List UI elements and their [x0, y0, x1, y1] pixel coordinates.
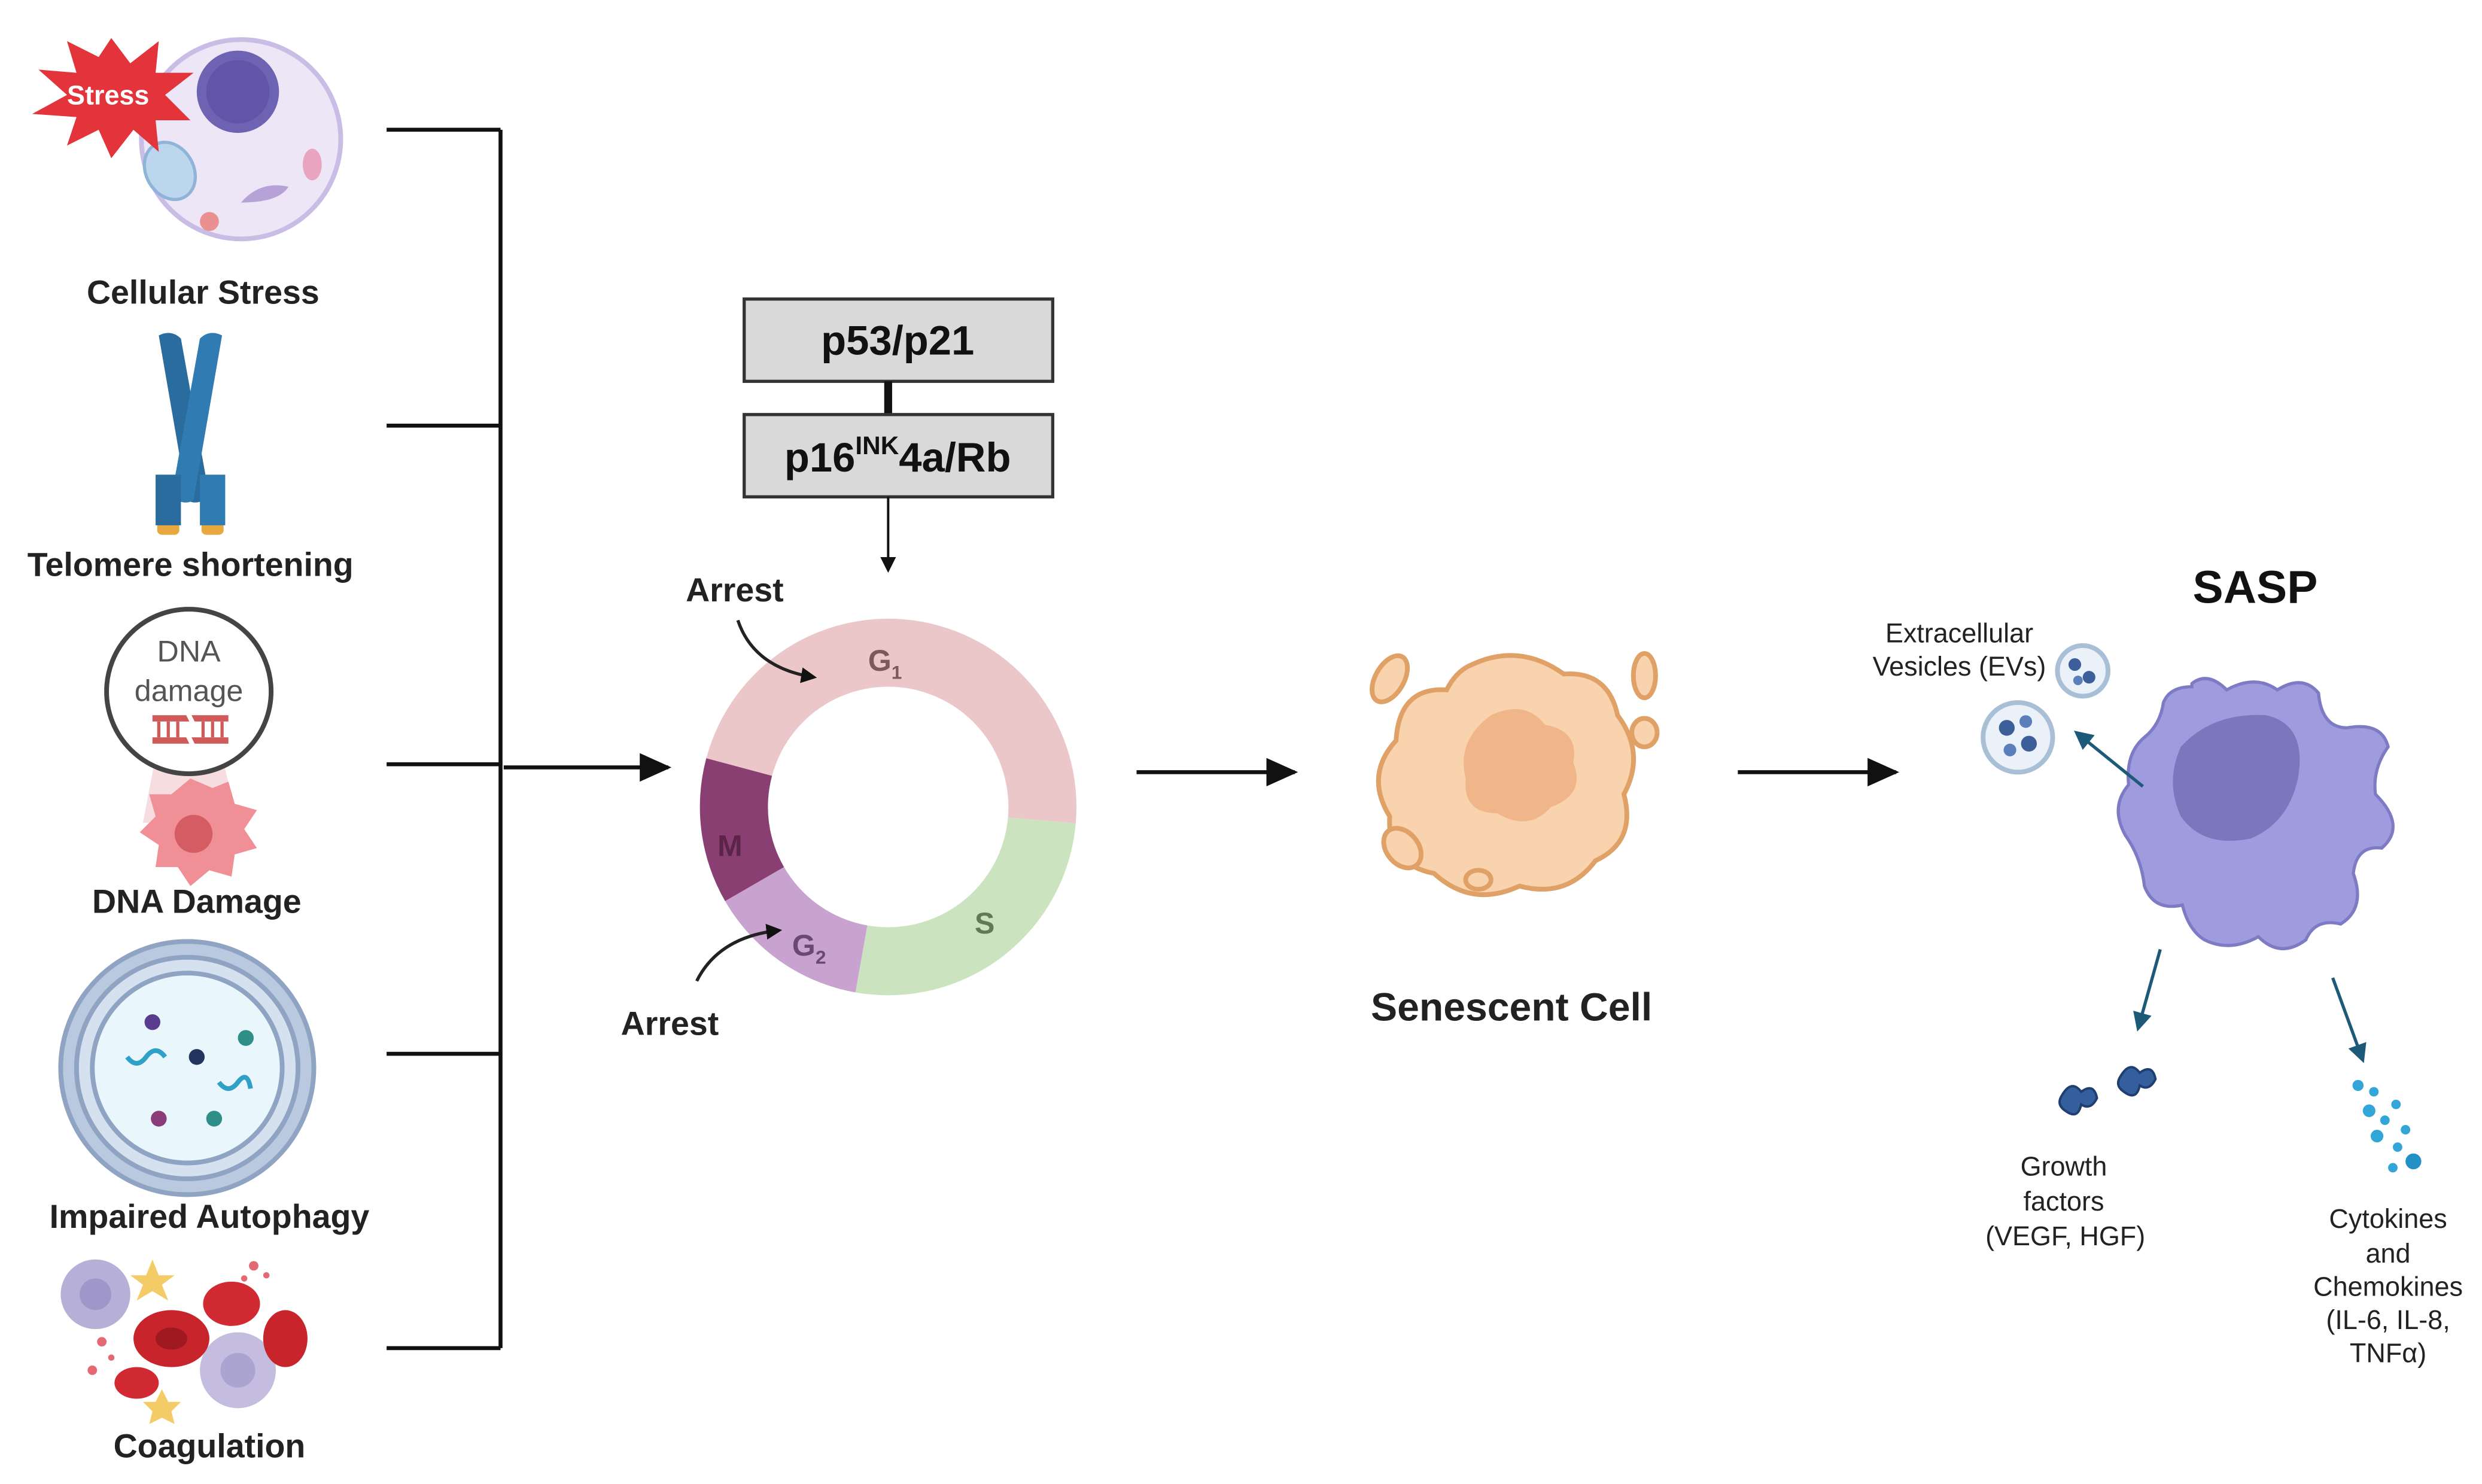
g1-segment — [706, 618, 1077, 823]
autophagy-icon — [58, 939, 317, 1197]
arrest-top-label: Arrest — [686, 571, 784, 609]
arrest-top-arrow — [736, 619, 817, 683]
sasp-cell-icon — [2116, 677, 2395, 950]
autophagy-label: Impaired Autophagy — [50, 1198, 370, 1235]
dna-damage-icon: DNA damage — [104, 607, 274, 886]
s-label: S — [975, 907, 995, 940]
m-segment — [699, 758, 784, 901]
senescent-cell-label: Senescent Cell — [1371, 986, 1652, 1030]
dna-bubble-line1: DNA — [157, 634, 221, 668]
ev-label-line1: Extracellular — [1885, 618, 2033, 649]
p53-p21-box — [743, 297, 1054, 383]
cytokines-line1: Cytokines — [2329, 1203, 2447, 1234]
cellular-stress-icon: Stress — [32, 37, 343, 242]
growth-factors-line2: factors — [2024, 1186, 2104, 1217]
cytokines-line5: TNFα) — [2350, 1338, 2426, 1369]
growth-factors-line3: (VEGF, HGF) — [1985, 1221, 2145, 1251]
chromosome-icon — [156, 333, 226, 535]
senescent-cell-icon — [1370, 651, 1660, 898]
cytokines-icon — [2352, 1079, 2422, 1173]
dna-damage-label: DNA Damage — [92, 883, 302, 920]
arrest-bottom-arrow — [695, 923, 783, 982]
coagulation-icon — [60, 1259, 308, 1424]
arrow-to-evs — [2074, 730, 2144, 788]
g2-label: G2 — [792, 929, 826, 968]
arrow-to-cytokines — [2331, 977, 2367, 1063]
ev-label-line2: Vesicles (EVs) — [1873, 651, 2046, 682]
arrow-to-growth-factors — [2133, 948, 2162, 1032]
cytokines-line4: (IL-6, IL-8, — [2326, 1304, 2450, 1335]
growth-factors-line1: Growth — [2021, 1151, 2107, 1182]
p16-rb-label: p16INK4a/Rb — [784, 431, 1011, 481]
g1-label: G1 — [868, 644, 902, 683]
growth-factors-icon — [2058, 1066, 2157, 1116]
cell-cycle-ring — [699, 618, 1077, 996]
p16-rb-box — [743, 413, 1054, 498]
s-segment — [855, 817, 1076, 996]
dna-bubble-line2: damage — [135, 674, 244, 707]
sasp-title: SASP — [2193, 562, 2318, 613]
telomere-label: Telomere shortening — [28, 546, 354, 583]
cellular-stress-label: Cellular Stress — [87, 274, 320, 311]
cytokines-line2: and — [2366, 1238, 2411, 1269]
stress-badge-label: Stress — [67, 80, 149, 111]
cause-bracket — [387, 127, 503, 1351]
cytokines-line3: Chemokines — [2313, 1272, 2463, 1302]
ev-vesicles-icon — [1981, 643, 2111, 775]
arrest-bottom-label: Arrest — [621, 1005, 719, 1042]
g2-segment — [725, 867, 868, 993]
m-label: M — [717, 829, 743, 863]
coagulation-label: Coagulation — [114, 1427, 306, 1464]
p53-p21-label: p53/p21 — [821, 317, 974, 363]
